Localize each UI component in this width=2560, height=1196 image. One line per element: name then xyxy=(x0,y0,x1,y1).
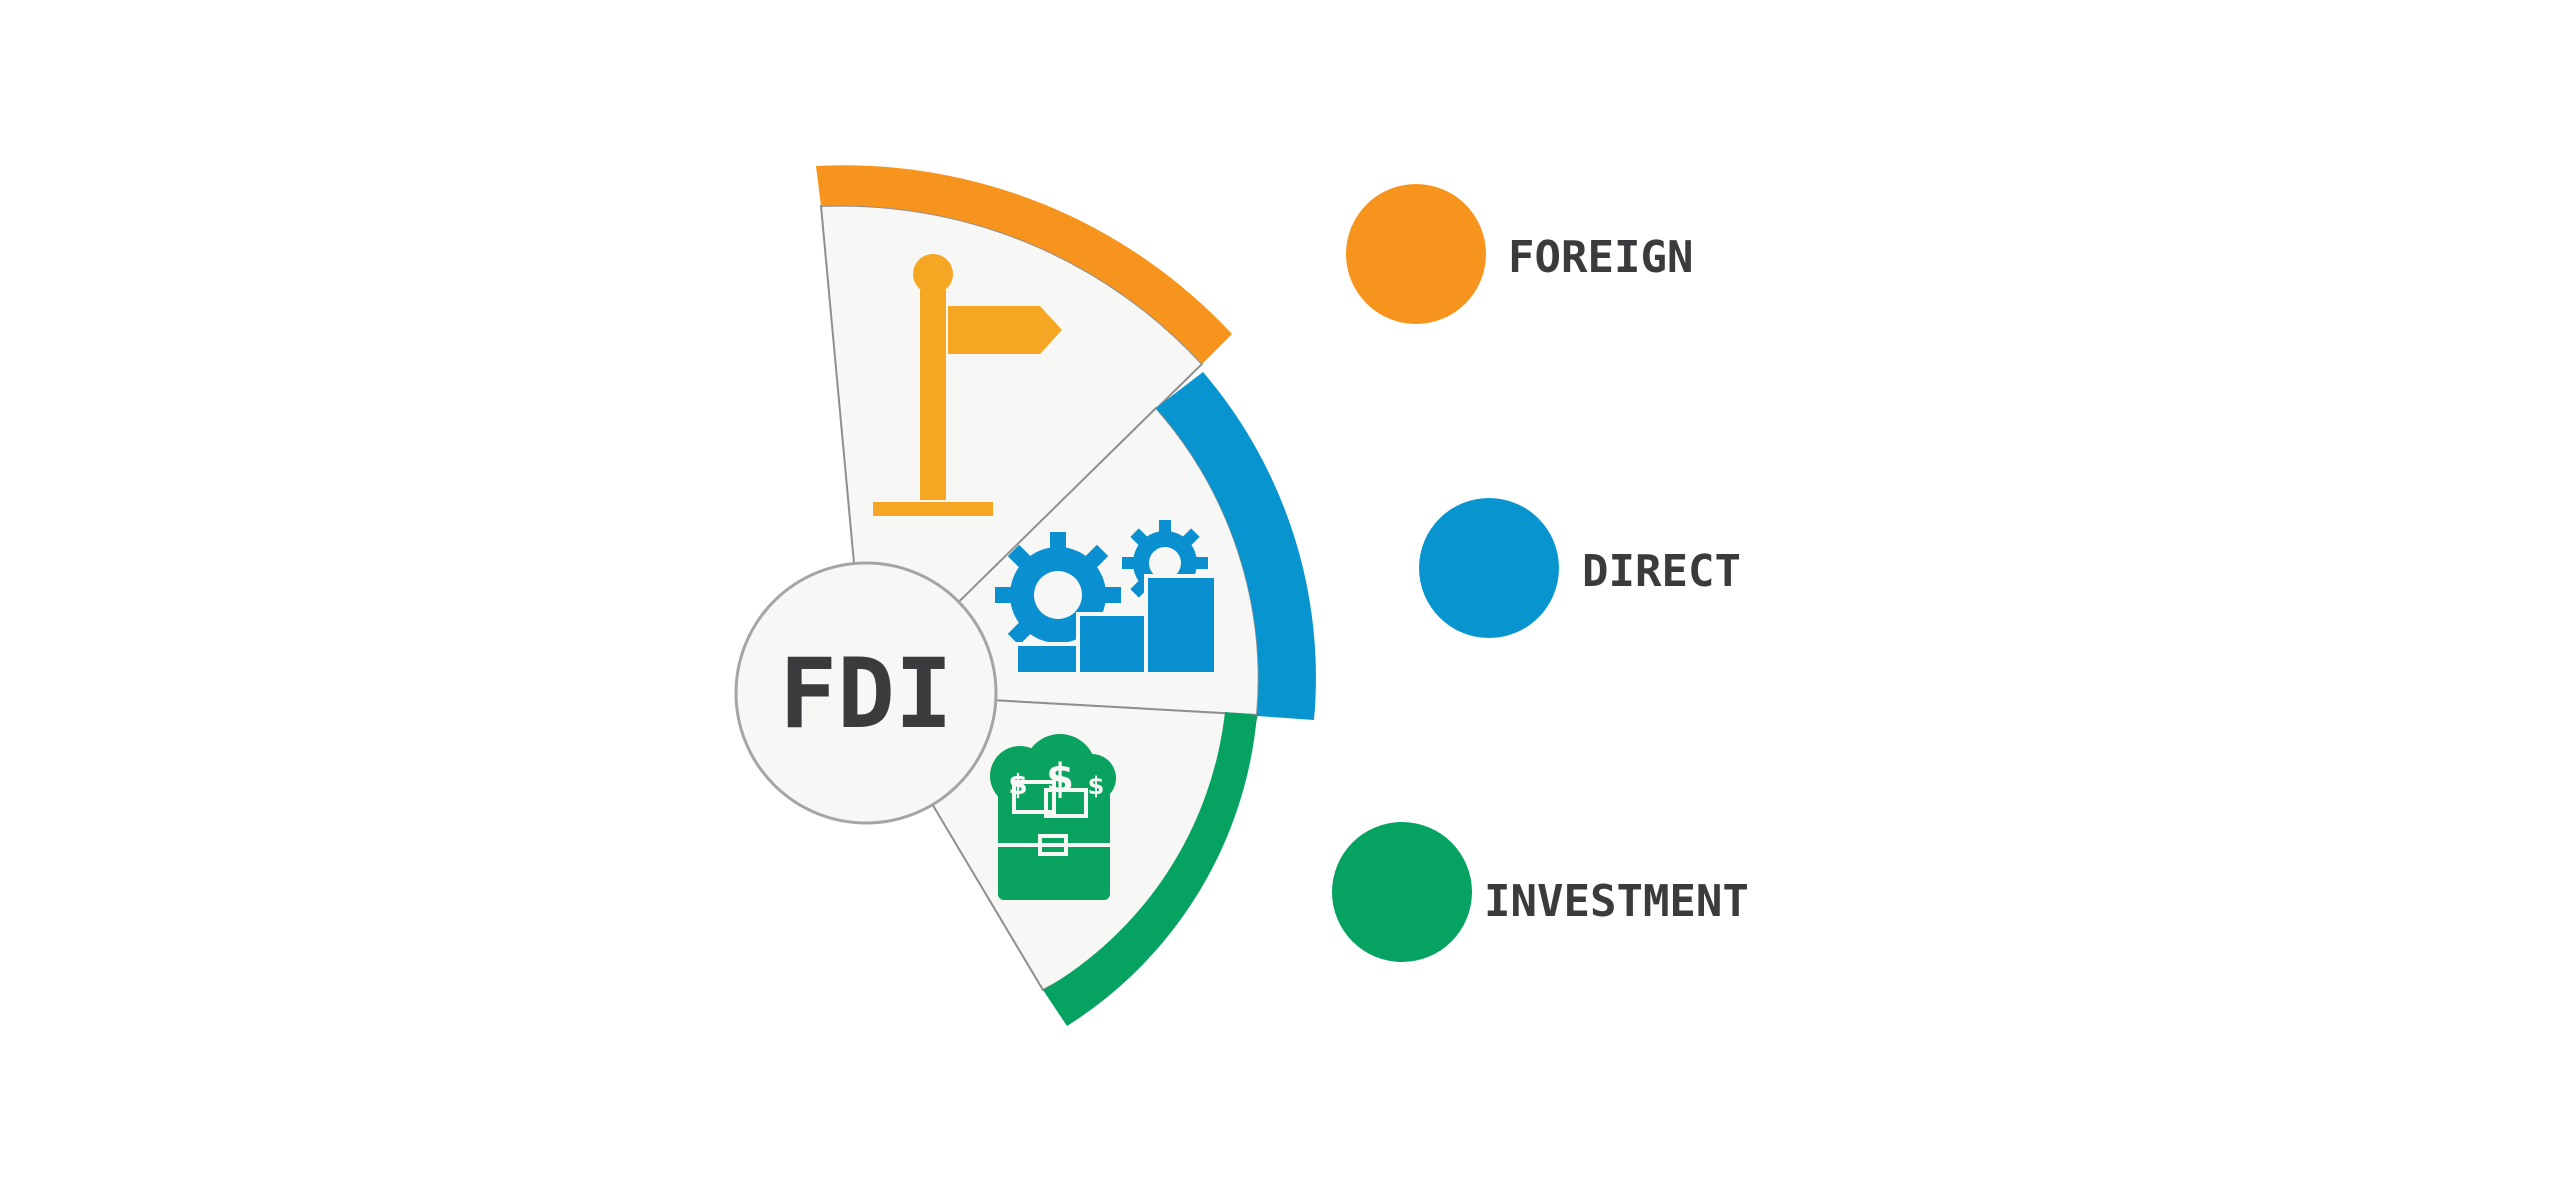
legend-word-investment: INVESTMENT xyxy=(1484,876,1749,927)
legend-dot-investment xyxy=(1332,822,1472,962)
sector-direct-arc xyxy=(1156,372,1316,720)
legend-dot-direct xyxy=(1419,498,1559,638)
svg-text:$: $ xyxy=(1088,772,1105,800)
svg-text:$: $ xyxy=(1008,768,1027,801)
gears-blocks-icon xyxy=(995,520,1218,676)
svg-text:$: $ xyxy=(1046,756,1074,802)
legend-item-direct: DIRECT xyxy=(1419,498,1741,638)
center-badge: FDI xyxy=(734,561,998,825)
sector-foreign-arc xyxy=(816,165,1232,364)
center-label: FDI xyxy=(779,638,952,750)
signpost-icon xyxy=(873,254,1062,516)
legend-dot-foreign xyxy=(1346,184,1486,324)
legend-word-foreign: FOREIGN xyxy=(1508,232,1693,283)
money-briefcase-icon: $ $ $ xyxy=(990,734,1116,900)
legend: FOREIGN DIRECT INVESTMENT xyxy=(1332,184,1749,962)
legend-word-direct: DIRECT xyxy=(1582,546,1741,597)
legend-item-investment: INVESTMENT xyxy=(1332,822,1749,962)
sector-investment-arc xyxy=(1043,712,1257,1026)
legend-item-foreign: FOREIGN xyxy=(1346,184,1693,324)
